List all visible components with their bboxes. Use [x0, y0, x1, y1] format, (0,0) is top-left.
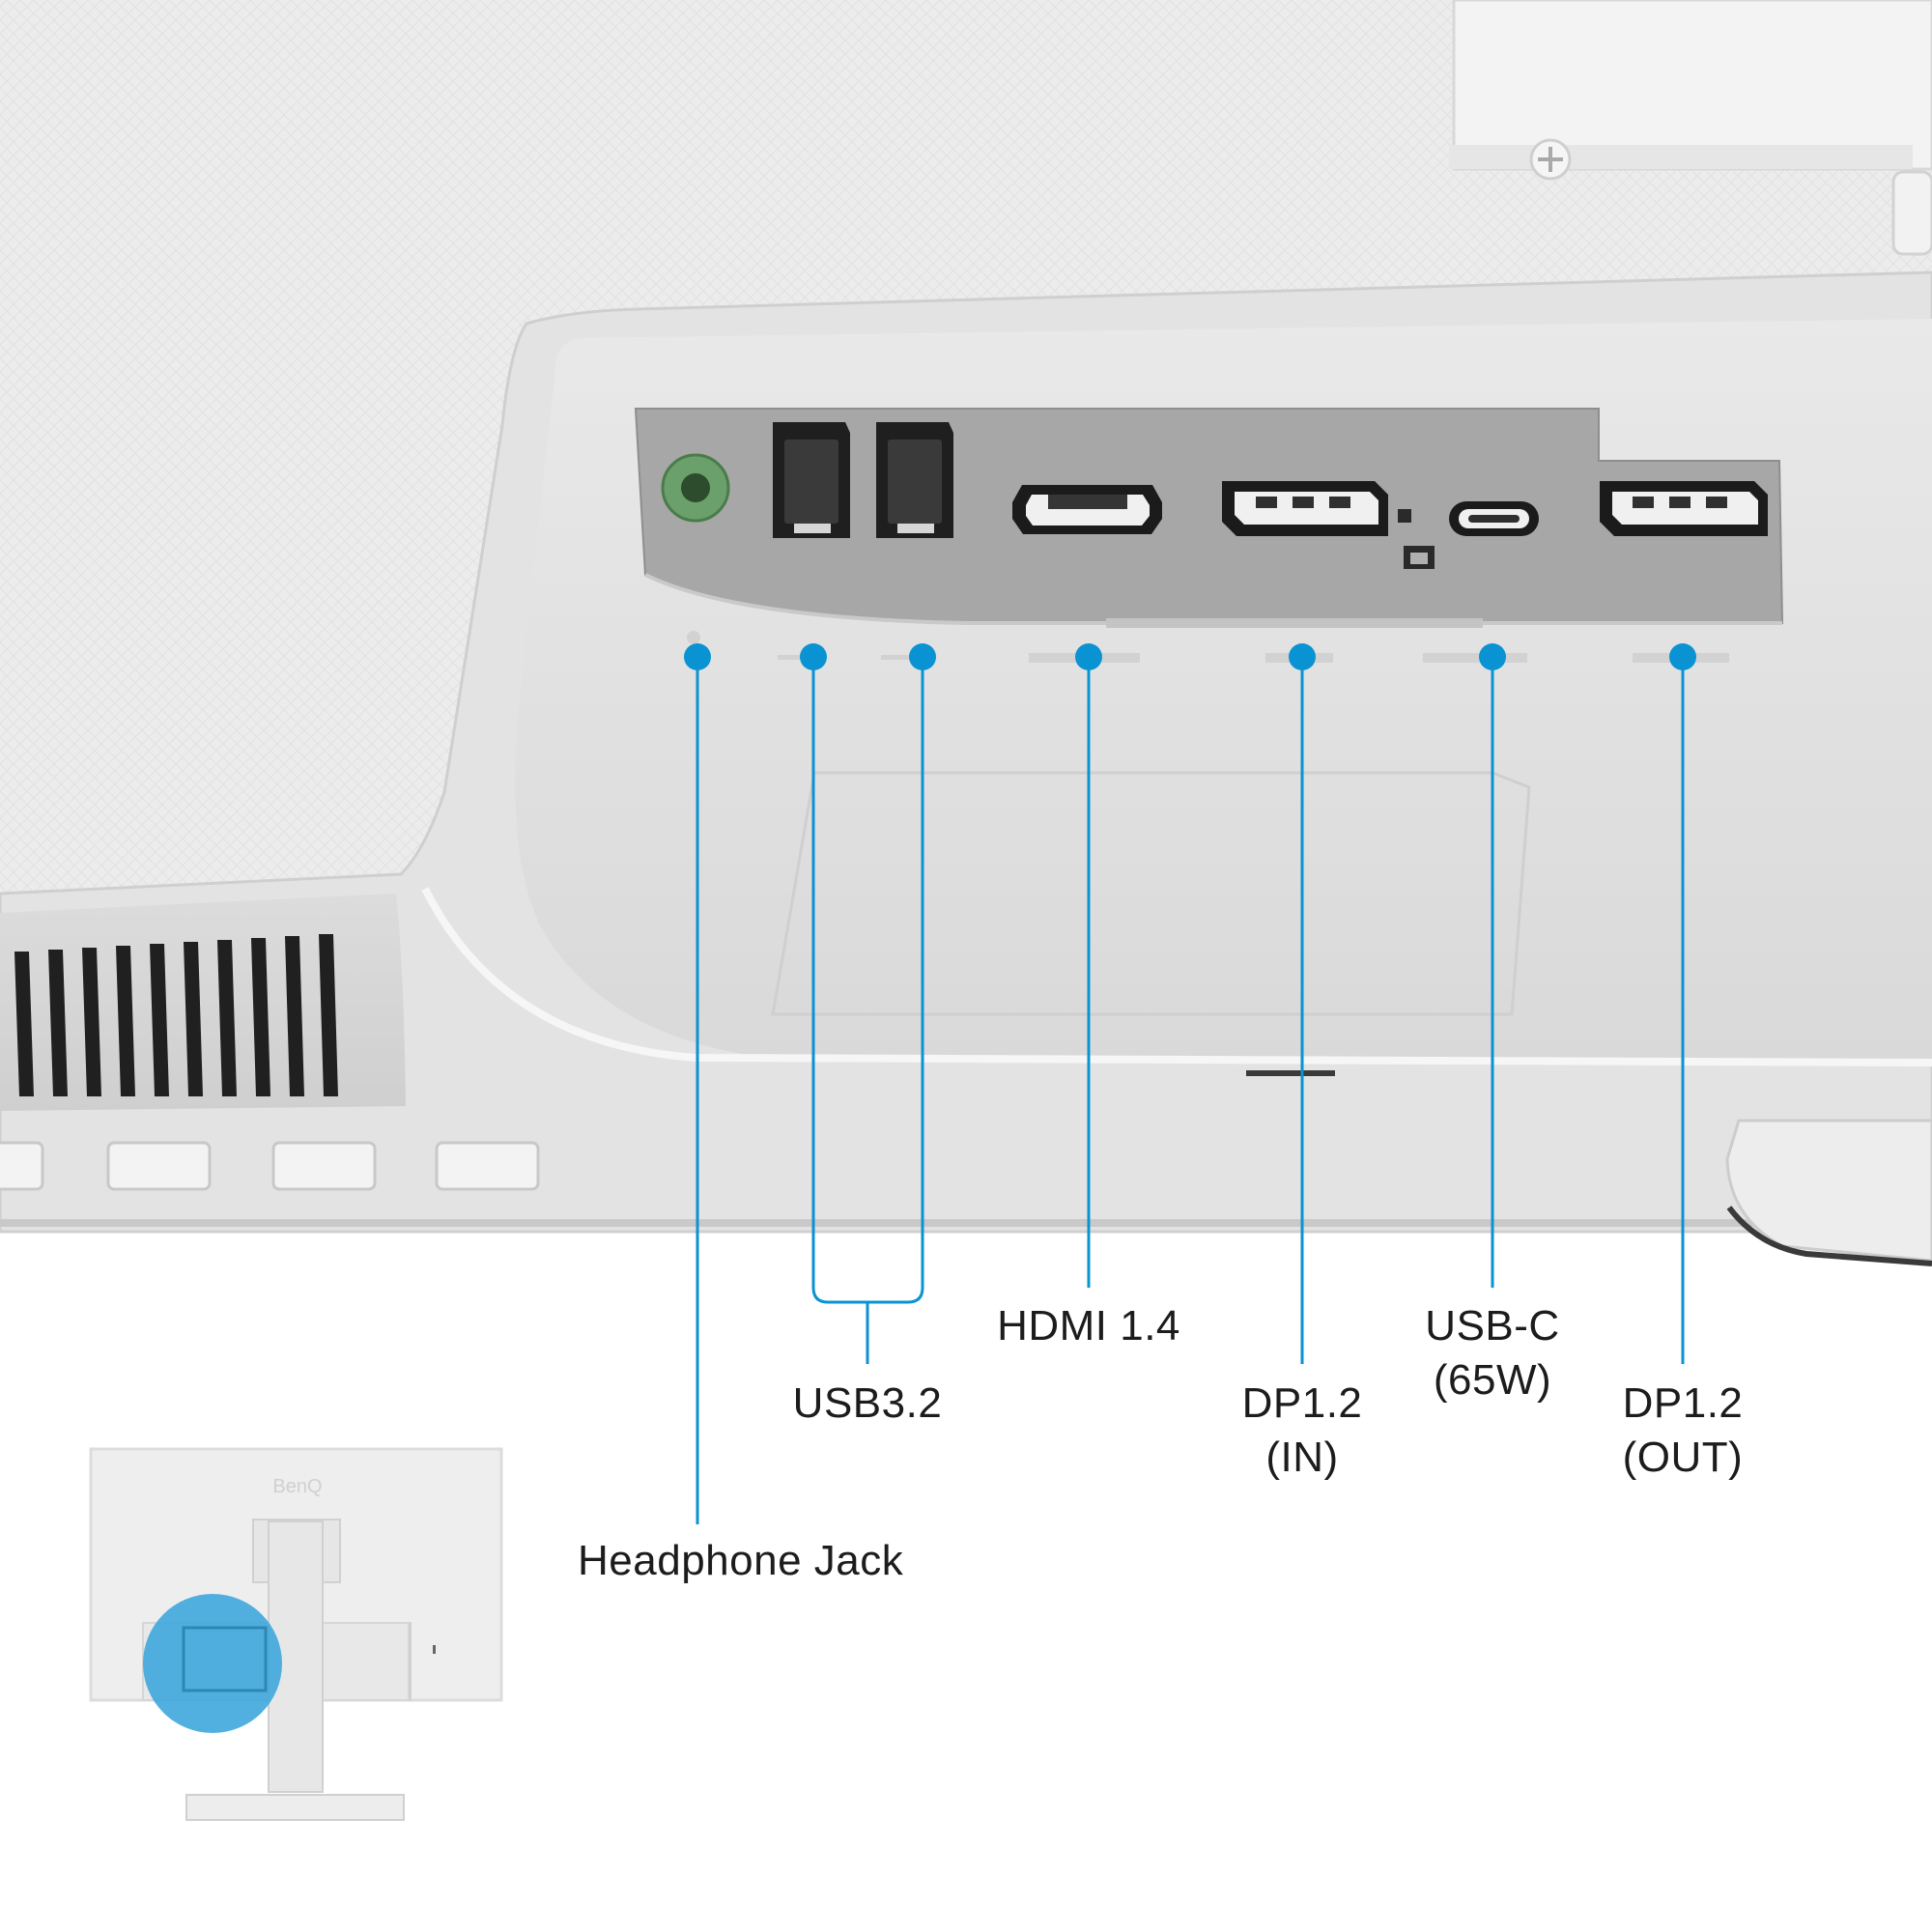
- displayport-icon: [1222, 481, 1388, 536]
- label-usb-c-line1: USB-C: [1425, 1302, 1560, 1350]
- callout-dot-dp-in: [1289, 643, 1316, 670]
- label-dp-in-line2: (IN): [1265, 1434, 1339, 1481]
- label-usb: USB3.2: [792, 1379, 943, 1427]
- callout-dot-hdmi: [1075, 643, 1102, 670]
- label-dp-out-line2: (OUT): [1622, 1434, 1744, 1481]
- callout-dot-usb-2: [909, 643, 936, 670]
- hdmi-port-icon: [1012, 485, 1162, 534]
- brand-logo: BenQ: [272, 1476, 322, 1497]
- vent-grille: [0, 894, 406, 1111]
- label-usb-c: USB-C (65W): [1425, 1299, 1559, 1407]
- base-pads: [0, 1141, 540, 1191]
- stand-foot: [1725, 1119, 1932, 1266]
- callout-dot-usb-1: [800, 643, 827, 670]
- label-dp-out: DP1.2 (OUT): [1623, 1377, 1744, 1485]
- monitor-rear-thumbnail: BenQ: [89, 1447, 503, 1821]
- label-hdmi: HDMI 1.4: [997, 1302, 1180, 1350]
- label-dp-in: DP1.2 (IN): [1242, 1377, 1363, 1485]
- callout-dot-usb-c: [1479, 643, 1506, 670]
- stand-mount: [1449, 0, 1932, 256]
- label-headphone-jack: Headphone Jack: [578, 1537, 904, 1584]
- label-dp-in-line1: DP1.2: [1241, 1379, 1363, 1427]
- callout-lines: [684, 643, 1696, 1524]
- label-dp-out-line1: DP1.2: [1622, 1379, 1744, 1427]
- displayport-icon: [1600, 481, 1768, 536]
- highlight-marker: [143, 1594, 282, 1733]
- callout-dot-headphone: [684, 643, 711, 670]
- headphone-jack-icon: [661, 453, 730, 523]
- label-usb-c-line2: (65W): [1433, 1356, 1552, 1404]
- usb-a-port-icon: [876, 422, 953, 538]
- callout-dot-dp-out: [1669, 643, 1696, 670]
- usb-a-port-icon: [773, 422, 850, 538]
- usb-c-port-icon: [1449, 501, 1539, 536]
